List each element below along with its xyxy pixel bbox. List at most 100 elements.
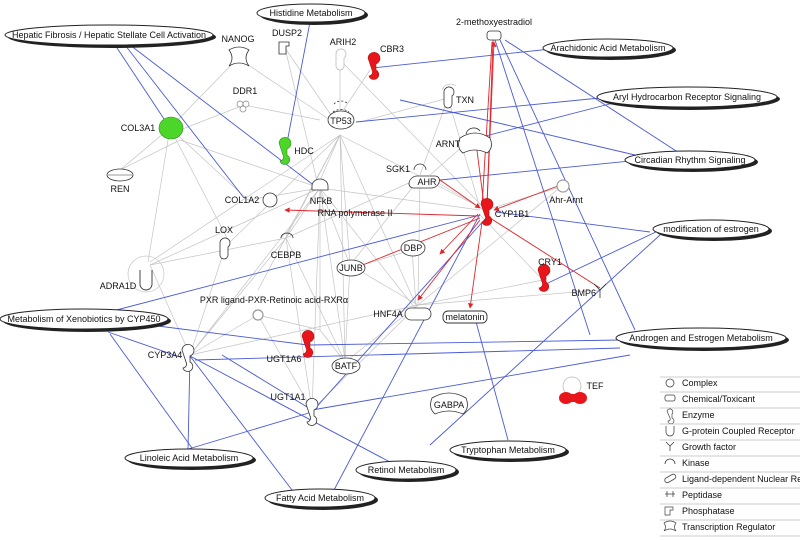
enzyme-icon xyxy=(335,48,347,71)
node-cry1[interactable]: CRY1 xyxy=(537,257,562,292)
node-hnf4a[interactable]: HNF4A xyxy=(373,307,432,321)
growth-factor-icon xyxy=(665,441,675,451)
kinase-icon xyxy=(236,100,250,113)
node-nfkb[interactable]: NFkB xyxy=(310,178,333,206)
node-ahr-arnt[interactable]: Ahr-Arnt xyxy=(549,179,583,205)
node-gabpa[interactable]: GABPA xyxy=(430,392,468,415)
complex-icon xyxy=(665,378,675,388)
svg-text:REN: REN xyxy=(110,184,129,194)
legend-item: Transcription Regulator xyxy=(663,520,775,532)
transcription-regulator-icon xyxy=(280,232,294,239)
pathway-fatty-acid[interactable]: Fatty Acid Metabolism xyxy=(264,488,378,510)
node-txn[interactable]: TXN xyxy=(441,83,474,109)
phosphatase-icon xyxy=(278,41,290,55)
pathway-arachidonic[interactable]: Arachidonic Acid Metabolism xyxy=(542,38,676,60)
pathway-tryptophan[interactable]: Tryptophan Metabolism xyxy=(449,440,569,462)
pathway-histidine[interactable]: Histidine Metabolism xyxy=(256,3,368,25)
svg-text:JUNB: JUNB xyxy=(339,263,363,273)
enzyme-icon xyxy=(537,264,551,292)
svg-text:G-protein Coupled Receptor: G-protein Coupled Receptor xyxy=(682,426,795,436)
node-arnt[interactable]: ARNT xyxy=(436,127,492,154)
gpcr-icon xyxy=(139,270,153,291)
legend-item: Kinase xyxy=(664,458,710,468)
node-dbp[interactable]: DBP xyxy=(400,239,426,257)
pathway-label: Fatty Acid Metabolism xyxy=(276,493,364,503)
nuclear-receptor-icon xyxy=(408,175,440,189)
pathway-label: Retinol Metabolism xyxy=(368,465,445,475)
complex-icon xyxy=(556,179,570,193)
pathway-linoleic[interactable]: Linoleic Acid Metabolism xyxy=(124,448,256,470)
node-junb[interactable]: JUNB xyxy=(336,259,366,277)
node-ugt1a6[interactable]: UGT1A6 xyxy=(266,330,315,364)
transcription-regulator-icon xyxy=(336,259,366,277)
svg-text:ADRA1D: ADRA1D xyxy=(100,281,137,291)
node-cbr3[interactable]: CBR3 xyxy=(367,44,404,80)
svg-text:CYP1B1: CYP1B1 xyxy=(495,209,530,219)
legend-item: Phosphatase xyxy=(664,506,735,516)
svg-text:CEBPB: CEBPB xyxy=(271,250,302,260)
transcription-regulator-icon xyxy=(400,239,426,257)
node-bmp6[interactable]: BMP6 xyxy=(571,283,607,298)
node-methoxyestradiol[interactable]: 2-methoxyestradiol xyxy=(456,17,532,41)
svg-text:HDC: HDC xyxy=(294,146,314,156)
transcription-regulator-icon xyxy=(228,46,250,67)
pathway-hepatic-fibrosis[interactable]: Hepatic Fibrosis / Hepatic Stellate Cell… xyxy=(4,24,216,48)
svg-text:ARNT: ARNT xyxy=(436,139,461,149)
svg-text:COL3A1: COL3A1 xyxy=(121,123,156,133)
pathway-aryl-hydrocarbon[interactable]: Aryl Hydrocarbon Receptor Signaling xyxy=(596,86,780,110)
complex-icon xyxy=(311,178,329,191)
node-arih2[interactable]: ARIH2 xyxy=(330,37,357,71)
pathway-label: modification of estrogen xyxy=(663,224,759,234)
pathway-estrogen-mod[interactable]: modification of estrogen xyxy=(652,219,772,241)
growth-factor-icon xyxy=(593,283,607,298)
svg-text:HNF4A: HNF4A xyxy=(373,309,403,319)
node-sgk1[interactable]: SGK1 xyxy=(386,163,427,174)
pathway-label: Histidine Metabolism xyxy=(269,8,352,18)
node-tef[interactable]: TEF xyxy=(559,376,604,404)
pathway-circadian[interactable]: Circadian Rhythm Signaling xyxy=(624,150,758,172)
enzyme-icon xyxy=(666,408,675,425)
node-hdc[interactable]: HDC xyxy=(278,137,314,165)
transcription-regulator-icon xyxy=(331,357,361,375)
legend-item: Enzyme xyxy=(666,408,715,425)
node-col3a1[interactable]: COL3A1 xyxy=(121,116,184,140)
pathway-label: Tryptophan Metabolism xyxy=(461,445,555,455)
pathway-label: Androgen and Estrogen Metabolism xyxy=(629,333,773,343)
node-tp53[interactable]: TP53 xyxy=(327,100,355,130)
svg-text:2-methoxyestradiol: 2-methoxyestradiol xyxy=(456,17,532,27)
enzyme-icon xyxy=(278,137,292,165)
node-ddr1[interactable]: DDR1 xyxy=(233,86,258,113)
pathway-retinol[interactable]: Retinol Metabolism xyxy=(355,460,459,482)
node-pxr[interactable]: PXR ligand-PXR-Retinoic acid-RXRα xyxy=(200,295,348,321)
node-cyp1b1[interactable]: CYP1B1 xyxy=(480,198,530,226)
svg-text:ARIH2: ARIH2 xyxy=(330,37,357,47)
node-rna-polymerase[interactable]: RNA polymerase II xyxy=(317,208,392,218)
node-lox[interactable]: LOX xyxy=(215,225,233,260)
unknown-icon xyxy=(262,192,278,208)
transcription-regulator-icon xyxy=(458,132,492,154)
red-edges xyxy=(284,39,601,309)
node-ugt1a1[interactable]: UGT1A1 xyxy=(270,392,319,426)
node-dusp2[interactable]: DUSP2 xyxy=(272,28,302,55)
node-ren[interactable]: REN xyxy=(106,168,134,194)
phosphatase-icon xyxy=(664,506,674,516)
pathway-androgen-estrogen[interactable]: Androgen and Estrogen Metabolism xyxy=(615,327,789,351)
transcription-regulator-icon xyxy=(327,110,355,130)
svg-text:BMP6: BMP6 xyxy=(571,288,596,298)
node-cebpb[interactable]: CEBPB xyxy=(271,232,302,260)
pathway-xenobiotics[interactable]: Metabolism of Xenobiotics by CYP450 xyxy=(0,308,171,332)
node-col1a2[interactable]: COL1A2 xyxy=(225,192,278,208)
node-batf[interactable]: BATF xyxy=(331,357,361,375)
enzyme-icon xyxy=(480,198,494,226)
node-cyp3a4[interactable]: CYP3A4 xyxy=(148,344,195,372)
gpcr-icon xyxy=(665,426,675,437)
pathway-label: Linoleic Acid Metabolism xyxy=(140,453,239,463)
node-adra1d[interactable]: ADRA1D xyxy=(100,255,165,293)
node-nanog[interactable]: NANOG xyxy=(221,34,255,67)
node-melatonin[interactable]: melatonin xyxy=(442,310,488,324)
svg-text:melatonin: melatonin xyxy=(445,312,484,322)
node-ahr[interactable]: AHR xyxy=(408,175,441,189)
svg-text:Kinase: Kinase xyxy=(682,458,710,468)
legend-item: G-protein Coupled Receptor xyxy=(665,426,795,437)
